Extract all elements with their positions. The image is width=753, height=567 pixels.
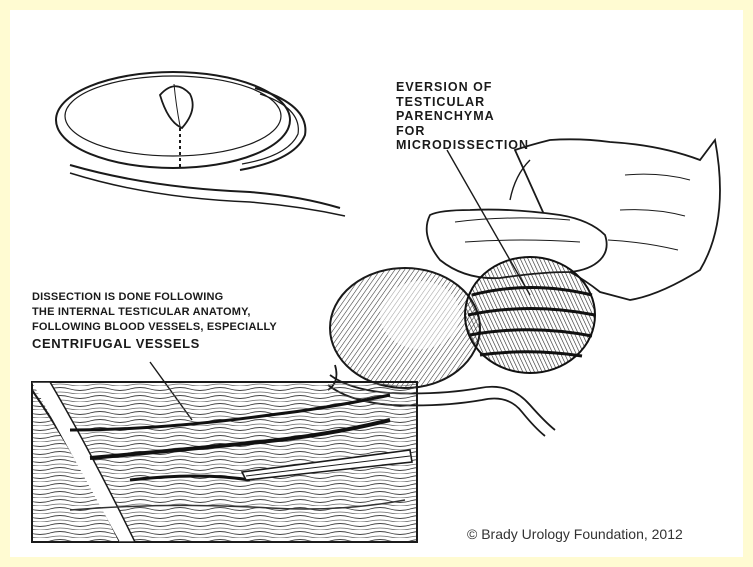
surgical-illustration (10, 10, 743, 557)
dissection-label: DISSECTION IS DONE FOLLOWING THE INTERNA… (32, 290, 277, 352)
dissection-label-line: FOLLOWING BLOOD VESSELS, ESPECIALLY (32, 320, 277, 335)
testis-incision-diagram (56, 72, 345, 216)
dissection-label-line: DISSECTION IS DONE FOLLOWING (32, 290, 277, 305)
dissection-label-line: THE INTERNAL TESTICULAR ANATOMY, (32, 305, 277, 320)
microdissection-block (32, 382, 417, 542)
everted-parenchyma (465, 257, 595, 373)
illustration-panel: EVERSION OF TESTICULAR PARENCHYMA FOR MI… (10, 10, 743, 557)
eversion-label-line: PARENCHYMA (396, 109, 529, 124)
eversion-label-line: TESTICULAR (396, 95, 529, 110)
eversion-label-line: EVERSION OF (396, 80, 529, 95)
eversion-label-line: FOR (396, 124, 529, 139)
dissection-label-line: CENTRIFUGAL VESSELS (32, 335, 277, 352)
eversion-label: EVERSION OF TESTICULAR PARENCHYMA FOR MI… (396, 80, 529, 153)
eversion-label-line: MICRODISSECTION (396, 138, 529, 153)
copyright-notice: © Brady Urology Foundation, 2012 (467, 526, 683, 542)
testis-globe (330, 268, 480, 388)
